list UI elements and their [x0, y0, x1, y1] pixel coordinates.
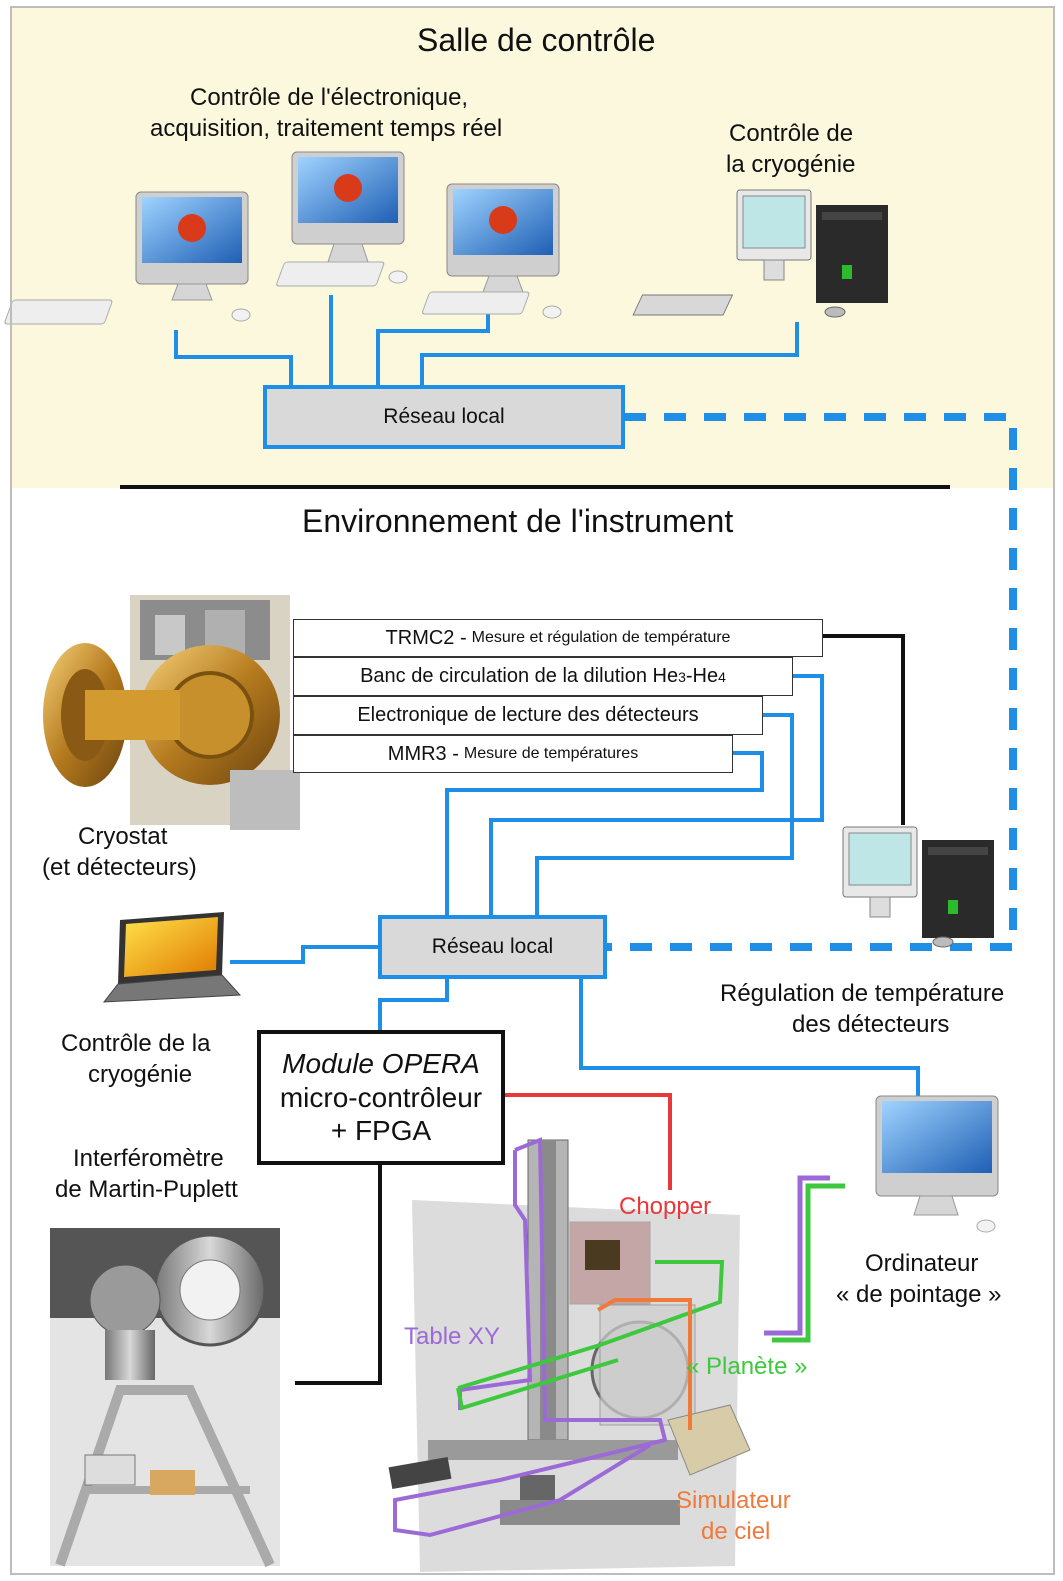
regulation-label-line1: Régulation de température	[720, 980, 1005, 1007]
interferometer-photo	[50, 1228, 280, 1568]
device-trmc2-name: TRMC2 -	[385, 626, 467, 649]
cryo-control-label-line1: Contrôle de la	[61, 1030, 211, 1057]
control-room-wiring	[174, 295, 799, 388]
opera-line2: micro-contrôleur	[279, 1081, 483, 1113]
control-room-title: Salle de contrôle	[417, 22, 656, 58]
device-dilution-mid: -He	[685, 665, 719, 687]
cryostat-photo	[43, 595, 300, 830]
device-dilution-name: Banc de circulation de la dilution He	[360, 665, 679, 687]
planete-label: « Planète »	[686, 1353, 808, 1380]
device-mmr3-detail: Mesure de températures	[463, 745, 639, 762]
imac-computer-icon	[276, 151, 408, 287]
instrument-network: Réseau local	[378, 915, 607, 979]
opera-module: Module OPERA micro-contrôleur + FPGA	[257, 1030, 505, 1165]
pointing-label-line2: « de pointage »	[836, 1281, 1002, 1308]
cryo-control-caption-line1: Contrôle de	[729, 120, 854, 147]
laptop-icon	[102, 912, 242, 1003]
interferometer-label-line2: de Martin-Puplett	[55, 1176, 238, 1203]
diagram-frame	[10, 6, 1055, 1575]
device-mmr3-name: MMR3 -	[387, 742, 459, 765]
device-trmc2: TRMC2 -Mesure et régulation de températu…	[293, 619, 823, 657]
device-trmc2-detail: Mesure et régulation de température	[471, 629, 731, 646]
control-room-network: Réseau local	[263, 385, 625, 449]
imac-computer-icon	[422, 183, 562, 319]
cryostat-label-line2: (et détecteurs)	[42, 854, 197, 881]
imac-computer-icon	[4, 191, 251, 325]
device-mmr3: MMR3 -Mesure de températures	[293, 735, 733, 773]
device-dilution-sup1: 3	[678, 668, 686, 685]
cryostat-label-line1: Cryostat	[78, 823, 168, 850]
sky-simulator-label-line2: de ciel	[701, 1518, 771, 1545]
opera-line3: + FPGA	[330, 1115, 432, 1147]
instrument-network-label: Réseau local	[431, 935, 554, 958]
instrument-title: Environnement de l'instrument	[302, 503, 734, 539]
opera-title: Module OPERA	[282, 1048, 480, 1080]
inter-room-dashed-link	[605, 413, 1017, 951]
pointing-label-line1: Ordinateur	[865, 1250, 979, 1277]
electronics-caption-line2: acquisition, traitement temps réel	[150, 115, 503, 142]
device-detector-electronics: Electronique de lecture des détecteurs	[293, 696, 763, 735]
cryo-control-label-line2: cryogénie	[88, 1061, 193, 1088]
instrument-wiring	[230, 634, 920, 1385]
electronics-caption-line1: Contrôle de l'électronique,	[190, 84, 469, 111]
control-room-network-label: Réseau local	[383, 405, 505, 428]
cryo-control-caption-line2: la cryogénie	[726, 151, 856, 178]
chopper-label: Chopper	[619, 1193, 712, 1220]
device-detector-electronics-name: Electronique de lecture des détecteurs	[357, 704, 699, 726]
desktop-pc-icon	[632, 189, 888, 318]
regulation-label-line2: des détecteurs	[792, 1011, 950, 1038]
test-bench-photo	[388, 1137, 751, 1572]
sky-simulator-label-line1: Simulateur	[676, 1487, 791, 1514]
table-xy-label: Table XY	[404, 1323, 501, 1350]
interferometer-label-line1: Interféromètre	[73, 1145, 224, 1172]
device-dilution-sup2: 4	[718, 668, 726, 685]
